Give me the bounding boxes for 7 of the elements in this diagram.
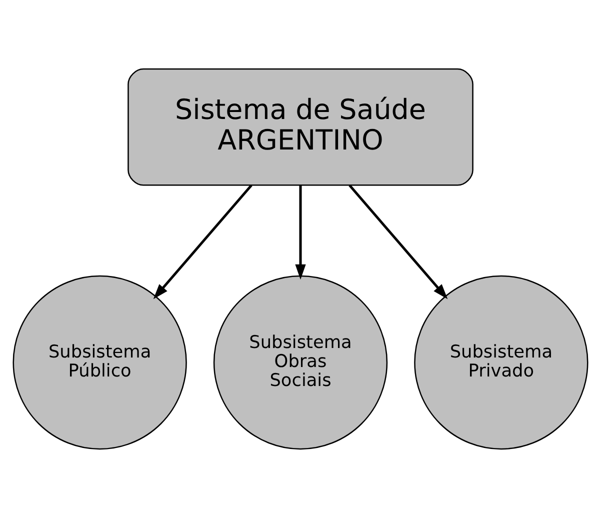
arrow	[348, 184, 448, 300]
arrow	[295, 185, 306, 280]
node-circle: Subsistema Obras Sociais	[213, 275, 388, 450]
node-box: Sistema de Saúde ARGENTINO	[128, 68, 474, 186]
node-circle: Subsistema Privado	[414, 275, 588, 450]
arrow	[153, 184, 252, 300]
node-circle: Subsistema Público	[12, 275, 187, 450]
